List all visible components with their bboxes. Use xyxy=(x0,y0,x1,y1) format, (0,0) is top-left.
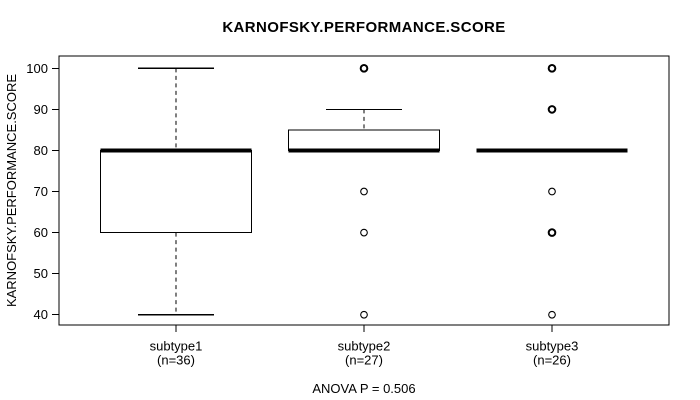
y-tick-label: 70 xyxy=(34,184,48,199)
outlier-point xyxy=(547,64,557,73)
outlier-point xyxy=(359,64,369,73)
group-count-label: (n=27) xyxy=(345,353,383,368)
outlier-point xyxy=(548,187,556,196)
plot-area: 405060708090100subtype1(n=36)subtype2(n=… xyxy=(26,55,670,368)
y-tick-label: 90 xyxy=(34,102,48,117)
group-label: subtype2 xyxy=(338,339,391,354)
y-tick-label: 100 xyxy=(26,61,48,76)
y-axis-label: KARNOFSKY.PERFORMANCE.SCORE xyxy=(4,74,19,307)
y-tick-label: 40 xyxy=(34,307,48,322)
group-count-label: (n=36) xyxy=(157,353,195,368)
y-tick-label: 50 xyxy=(34,266,48,281)
y-tick-label: 60 xyxy=(34,225,48,240)
outlier-point xyxy=(360,187,368,196)
outlier-point xyxy=(547,105,557,114)
iqr-box xyxy=(287,129,441,152)
outlier-point xyxy=(548,310,556,319)
iqr-box xyxy=(99,149,253,234)
outlier-point xyxy=(360,228,368,237)
y-tick-label: 80 xyxy=(34,143,48,158)
outlier-point xyxy=(360,310,368,319)
chart-title: KARNOFSKY.PERFORMANCE.SCORE xyxy=(222,19,505,36)
group-label: subtype1 xyxy=(150,339,203,354)
outlier-point xyxy=(547,228,557,237)
group-count-label: (n=26) xyxy=(533,353,571,368)
group-label: subtype3 xyxy=(526,339,579,354)
anova-annotation: ANOVA P = 0.506 xyxy=(312,381,415,396)
